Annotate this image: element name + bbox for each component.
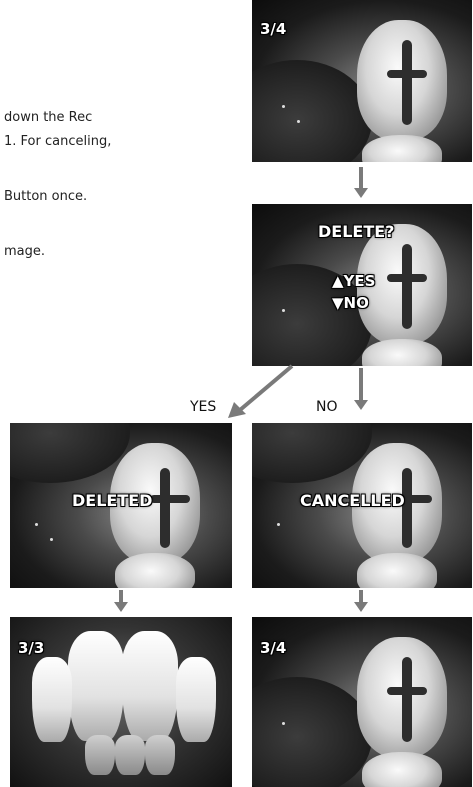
filling-mark [387,274,427,282]
no-option[interactable]: ▼NO [332,294,369,312]
front-tooth-shape [122,631,178,741]
no-branch-arrow-head [354,400,368,410]
molar-shape [362,339,442,366]
yes-option[interactable]: ▲YES [332,272,375,290]
filling-mark [387,70,427,78]
filling-mark [402,244,412,329]
no-branch-label: NO [316,399,338,415]
gum-shape [252,60,372,162]
molar-shape [362,752,442,787]
flow-arrow-head [354,602,368,612]
lower-tooth-shape [115,735,145,775]
filling-mark [150,495,190,503]
image-counter: 3/4 [260,639,286,657]
lower-tooth-shape [145,735,175,775]
gum-shape [10,423,130,483]
instruction-line-3: Button once. [4,189,87,204]
filling-mark [387,687,427,695]
reflection-dot [35,523,38,526]
image-panel-after-cancel: 3/4 [252,617,472,787]
flow-arrow-head [354,188,368,198]
molar-shape [362,135,442,162]
deleted-message: DELETED [72,491,152,510]
yes-branch-label: YES [190,399,216,415]
reflection-dot [277,523,280,526]
instruction-line-1: down the Rec [4,110,92,125]
reflection-dot [282,105,285,108]
filling-mark [160,468,170,548]
gum-shape [252,677,372,787]
image-panel-deleted: DELETED [10,423,232,588]
flow-arrow-head [114,602,128,612]
lower-tooth-shape [85,735,115,775]
image-panel-cancelled: CANCELLED [252,423,472,588]
image-panel-confirm: DELETE? ▲YES ▼NO [252,204,472,366]
front-tooth-shape [32,657,72,742]
image-counter: 3/4 [260,20,286,38]
reflection-dot [282,309,285,312]
no-branch-arrow [359,368,363,402]
gum-shape [252,423,372,483]
filling-mark [402,657,412,742]
molar-shape [357,553,437,588]
cancelled-message: CANCELLED [300,491,405,510]
reflection-dot [282,722,285,725]
instruction-line-4: mage. [4,244,45,259]
front-tooth-shape [68,631,124,741]
molar-shape [115,553,195,588]
image-counter: 3/3 [18,639,44,657]
filling-mark [402,40,412,125]
reflection-dot [50,538,53,541]
image-panel-top: 3/4 [252,0,472,162]
yes-arrow-line [240,366,292,410]
image-panel-after-delete: 3/3 [10,617,232,787]
flow-arrow [359,167,363,190]
yes-arrow-head [228,402,246,418]
delete-question: DELETE? [318,222,394,241]
instruction-line-2: 1. For canceling, [4,134,111,149]
front-tooth-shape [176,657,216,742]
reflection-dot [297,120,300,123]
